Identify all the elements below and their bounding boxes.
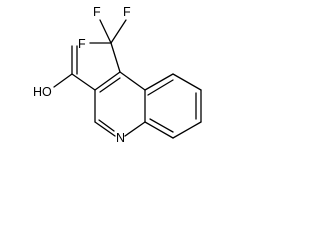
bond-c8-c8a-double (149, 118, 174, 133)
molecule-structure-diagram: F F F HO N (33, 5, 202, 145)
hydroxyl-label: HO (33, 85, 52, 99)
trifluoromethyl-group (89, 19, 127, 73)
bond-c4-cf3 (110, 42, 121, 73)
benzene-ring (144, 73, 202, 139)
bond-n-c2 (94, 121, 116, 137)
pyridine-ring (94, 71, 146, 137)
bond-c5-c6 (172, 73, 202, 91)
bond-c8-c8a (144, 121, 174, 139)
bond-c4a-c5-double (147, 79, 174, 96)
fluorine-label-top-right: F (123, 5, 131, 19)
bond-n-c2-double (98, 119, 115, 132)
bond-c-f-top-right (110, 19, 127, 44)
fluorine-label-top-left: F (93, 5, 101, 19)
bond-c-f-top-left (99, 19, 112, 44)
bond-c7-c8 (172, 121, 202, 139)
nitrogen-label: N (116, 131, 125, 145)
bond-c-oh (53, 73, 73, 88)
bond-c3-carboxyl (71, 73, 96, 91)
bond-c3-c4 (94, 71, 121, 91)
bond-c3-c4-double (99, 77, 121, 93)
bond-c4a-c5 (144, 73, 174, 91)
carboxylic-acid-group (53, 45, 96, 91)
bond-c8a-n (124, 121, 146, 137)
bond-c4-c4a (119, 71, 146, 91)
fluorine-label-left: F (78, 37, 86, 51)
